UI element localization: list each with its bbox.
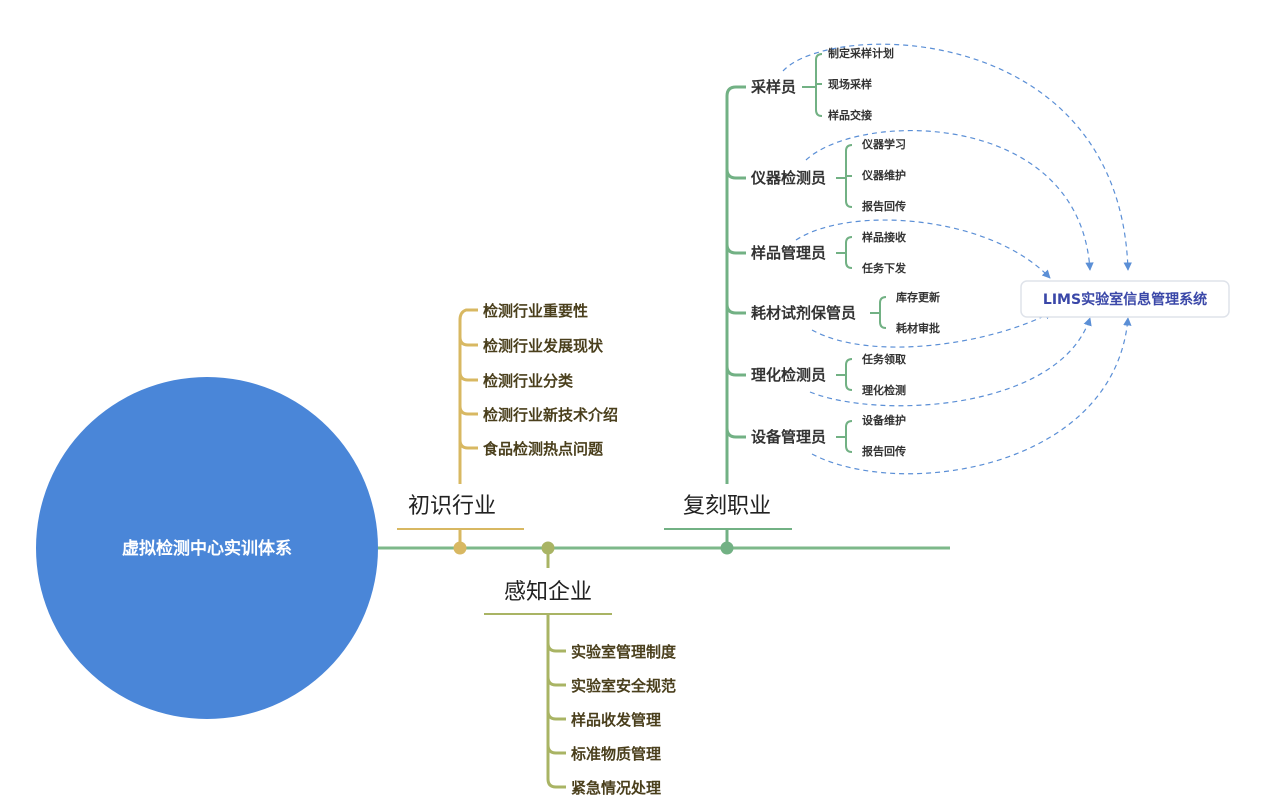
task-label[interactable]: 报告回传 xyxy=(862,444,906,458)
branch-career-tick xyxy=(725,427,746,439)
branch-enterprise-tick xyxy=(546,642,566,653)
branch-career-tick xyxy=(725,365,746,377)
enterprise-item[interactable]: 实验室管理制度 xyxy=(571,643,677,661)
enterprise-item[interactable]: 标准物质管理 xyxy=(570,745,661,763)
role-instrument-tester[interactable]: 仪器检测员 仪器学习 仪器维护 报告回传 xyxy=(750,137,906,213)
branch-industry-tick xyxy=(458,439,478,450)
branch-enterprise-trunk xyxy=(546,614,566,789)
role-bracket xyxy=(845,236,853,269)
dashed-arrow xyxy=(811,311,1053,348)
branch-enterprise-title: 感知企业 xyxy=(504,580,592,605)
central-circle xyxy=(36,377,378,719)
role-label: 仪器检测员 xyxy=(750,169,826,187)
industry-item[interactable]: 检测行业发展现状 xyxy=(483,337,604,355)
branch-career-tick xyxy=(725,168,746,180)
enterprise-item[interactable]: 实验室安全规范 xyxy=(571,677,676,695)
role-label: 理化检测员 xyxy=(751,366,826,384)
task-label[interactable]: 耗材审批 xyxy=(896,321,940,335)
role-label: 采样员 xyxy=(750,78,796,96)
branch-enterprise-tick xyxy=(546,744,566,755)
dashed-arrow xyxy=(795,219,1051,279)
role-equipment-manager[interactable]: 设备管理员 设备维护 报告回传 xyxy=(751,413,906,458)
enterprise-item[interactable]: 紧急情况处理 xyxy=(571,779,661,797)
task-label[interactable]: 样品交接 xyxy=(828,108,872,122)
task-label[interactable]: 库存更新 xyxy=(896,290,940,304)
branch-industry-title: 初识行业 xyxy=(408,494,496,519)
lims-connections xyxy=(782,43,1132,475)
role-label: 样品管理员 xyxy=(751,244,826,262)
role-label: 耗材试剂保管员 xyxy=(751,304,856,322)
branch-enterprise-node xyxy=(541,541,555,555)
branch-industry-tick xyxy=(458,371,478,382)
lims-node[interactable]: LIMS实验室信息管理系统 xyxy=(1020,280,1230,318)
task-label[interactable]: 仪器学习 xyxy=(861,137,906,151)
branch-career-tick xyxy=(725,303,746,315)
branch-enterprise-tick xyxy=(546,710,566,721)
branch-career-title: 复刻职业 xyxy=(683,494,771,519)
dashed-arrow xyxy=(805,129,1094,271)
branch-industry[interactable]: 初识行业 检测行业重要性 检测行业发展现状 检测行业分类 检测行业新技术介绍 食… xyxy=(397,302,618,555)
branch-career[interactable]: 复刻职业 采样员 制定采样计划 现场采样 样品交接 仪器检测员 仪器学习 仪器维… xyxy=(664,46,940,555)
task-label[interactable]: 仪器维护 xyxy=(861,168,906,182)
role-physchem-tester[interactable]: 理化检测员 任务领取 理化检测 xyxy=(751,352,906,397)
branch-industry-tick xyxy=(458,336,478,347)
task-label[interactable]: 任务领取 xyxy=(861,352,906,366)
industry-item[interactable]: 检测行业新技术介绍 xyxy=(483,406,618,424)
role-bracket xyxy=(845,144,853,208)
role-consumables-keeper[interactable]: 耗材试剂保管员 库存更新 耗材审批 xyxy=(751,290,940,335)
central-title: 虚拟检测中心实训体系 xyxy=(122,538,292,559)
task-label[interactable]: 现场采样 xyxy=(828,77,872,91)
task-label[interactable]: 任务下发 xyxy=(861,261,907,275)
role-label: 设备管理员 xyxy=(751,428,826,446)
industry-item[interactable]: 食品检测热点问题 xyxy=(483,440,604,458)
role-sample-manager[interactable]: 样品管理员 样品接收 任务下发 xyxy=(751,230,907,275)
lims-label: LIMS实验室信息管理系统 xyxy=(1043,291,1207,308)
branch-industry-tick xyxy=(458,405,478,416)
role-bracket xyxy=(879,296,887,329)
role-bracket xyxy=(815,53,823,117)
role-bracket xyxy=(845,358,853,391)
task-label[interactable]: 理化检测 xyxy=(862,383,906,397)
dashed-arrow xyxy=(809,317,1092,407)
role-sampler[interactable]: 采样员 制定采样计划 现场采样 样品交接 xyxy=(750,46,894,122)
dashed-arrow xyxy=(811,317,1132,475)
task-label[interactable]: 样品接收 xyxy=(862,230,906,244)
industry-item[interactable]: 检测行业分类 xyxy=(483,372,574,390)
dashed-arrow xyxy=(782,43,1132,271)
branch-industry-node xyxy=(453,541,467,555)
branch-enterprise[interactable]: 感知企业 实验室管理制度 实验室安全规范 样品收发管理 标准物质管理 紧急情况处… xyxy=(484,541,677,798)
branch-career-node xyxy=(720,541,734,555)
branch-career-tick xyxy=(725,243,746,255)
branch-career-trunk xyxy=(725,85,746,484)
task-label[interactable]: 设备维护 xyxy=(862,413,906,427)
task-label[interactable]: 制定采样计划 xyxy=(828,46,894,60)
enterprise-item[interactable]: 样品收发管理 xyxy=(571,711,661,729)
central-topic[interactable]: 虚拟检测中心实训体系 xyxy=(36,377,378,719)
task-label[interactable]: 报告回传 xyxy=(862,199,906,213)
branch-enterprise-tick xyxy=(546,676,566,687)
industry-item[interactable]: 检测行业重要性 xyxy=(483,302,588,320)
lims-box xyxy=(1020,280,1230,318)
branch-industry-trunk xyxy=(458,308,478,484)
role-bracket xyxy=(845,420,853,453)
